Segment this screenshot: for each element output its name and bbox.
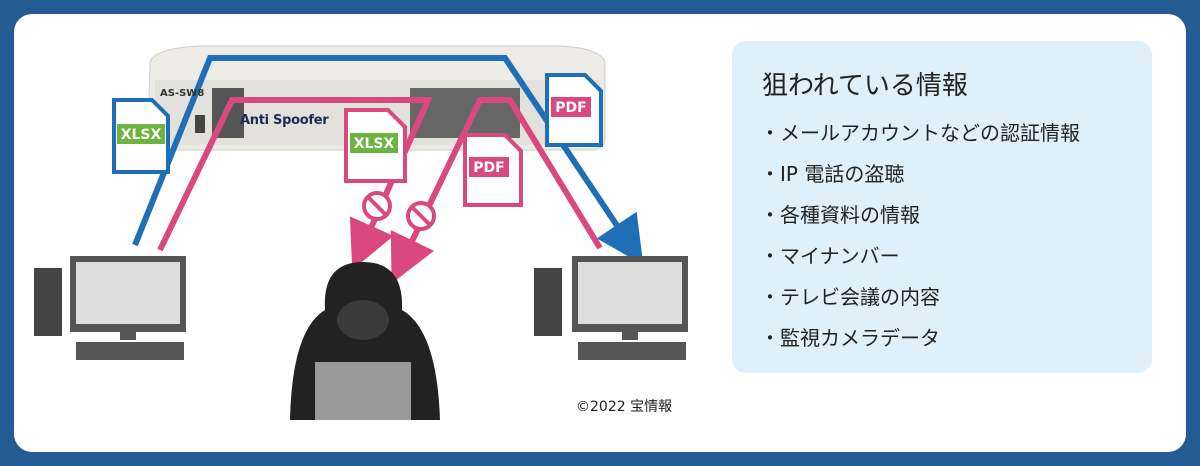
xlsx-file-icon: XLSX — [112, 98, 170, 174]
pdf-file-icon: PDF — [545, 73, 603, 147]
pink-leak-line-2 — [390, 97, 603, 284]
targeted-info-panel: 狙われている情報 メールアカウントなどの認証情報 IP 電話の盗聴 各種資料の情… — [732, 41, 1152, 373]
left-computer-icon — [34, 256, 186, 360]
copyright: ©2022 宝情報 — [576, 399, 673, 415]
blue-traffic-line — [132, 55, 644, 265]
pdf-file-icon: PDF — [463, 133, 523, 207]
pdf-label: PDF — [473, 160, 504, 176]
device-model: AS-SW8 — [160, 88, 204, 99]
right-computer-icon — [534, 256, 688, 360]
panel-title: 狙われている情報 — [762, 71, 968, 101]
xlsx-file-icon: XLSX — [344, 108, 407, 183]
device-brand: Anti Spoofer — [240, 113, 329, 128]
list-item: メールアカウントなどの認証情報 — [760, 121, 1080, 162]
list-item: 各種資料の情報 — [760, 203, 1080, 244]
xlsx-label: XLSX — [354, 136, 395, 152]
pdf-label: PDF — [555, 100, 586, 116]
hacker-icon — [290, 262, 440, 420]
block-icon — [406, 201, 436, 231]
list-item: マイナンバー — [760, 244, 1080, 285]
list-item: IP 電話の盗聴 — [760, 162, 1080, 203]
list-item: 監視カメラデータ — [760, 326, 1080, 367]
targeted-info-list: メールアカウントなどの認証情報 IP 電話の盗聴 各種資料の情報 マイナンバー … — [760, 121, 1080, 367]
list-item: テレビ会議の内容 — [760, 285, 1080, 326]
xlsx-label: XLSX — [121, 127, 162, 143]
block-icon — [362, 191, 392, 221]
